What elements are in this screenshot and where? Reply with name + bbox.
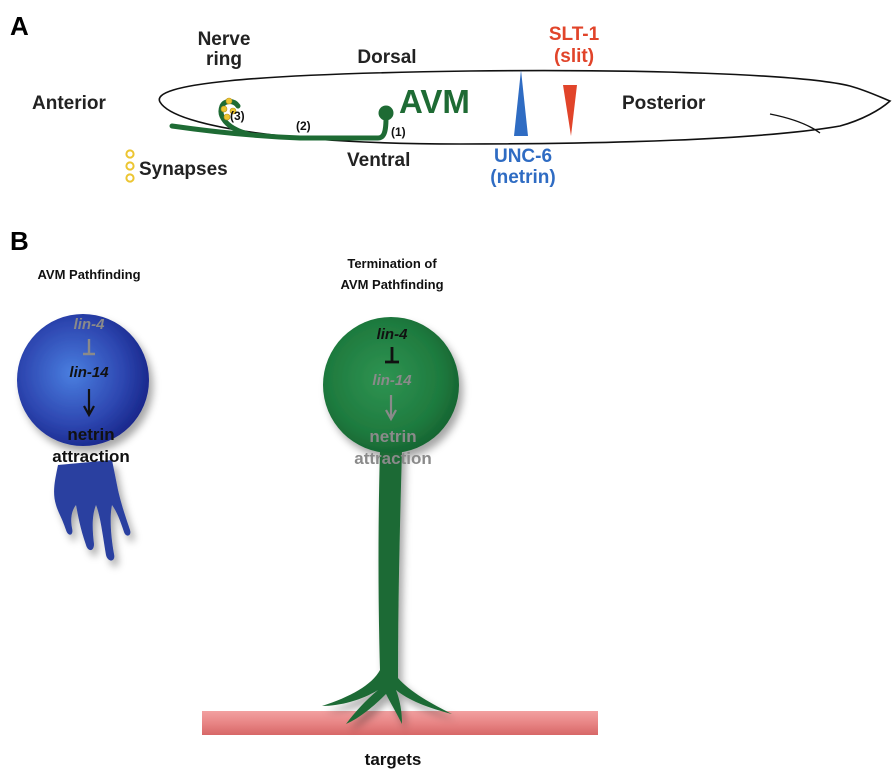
right-activation-arrow (385, 395, 397, 422)
right-gene-lin4: lin-4 (377, 326, 408, 343)
right-inhibition-arrow (385, 347, 399, 364)
dorsal-label: Dorsal (357, 47, 416, 68)
slt1-label: (slit) (554, 46, 594, 67)
unc6-label: UNC-6 (494, 146, 552, 167)
panel-a-label: A (10, 11, 29, 41)
avm-cell-body (378, 105, 394, 121)
left-outcome: netrin (67, 425, 114, 444)
unc6-gradient-wedge (514, 70, 528, 136)
step-1-label: (1) (391, 125, 406, 139)
synapse-dot (223, 113, 231, 121)
right-outcome: netrin (369, 427, 416, 446)
anterior-label: Anterior (32, 93, 107, 114)
worm-body-outline (158, 69, 892, 145)
avm-nerve-ring-branch (218, 99, 251, 137)
left-gene-lin4: lin-4 (74, 316, 105, 333)
synapse-dot (220, 105, 228, 113)
synapse-dot (225, 97, 233, 105)
left-gene-lin14: lin-14 (69, 364, 109, 381)
panel-b-label: B (10, 226, 29, 256)
synapse-legend-dot (125, 173, 135, 183)
left-outcome: attraction (52, 447, 129, 466)
posterior-label: Posterior (622, 93, 706, 114)
step-2-label: (2) (296, 119, 311, 133)
worm-tail-line (769, 113, 821, 134)
right-cell-title: Termination of (347, 256, 437, 271)
slt1-gradient-wedge (563, 85, 577, 136)
step-3-label: (3) (230, 109, 245, 123)
targets-label: targets (365, 750, 422, 769)
blue-growth-cone (17, 314, 149, 561)
right-cell-title: AVM Pathfinding (340, 277, 443, 292)
green-neuron (322, 317, 459, 724)
left-inhibition-arrow (83, 339, 95, 356)
synapse-legend-dot (125, 149, 135, 159)
left-cell-title: AVM Pathfinding (37, 267, 140, 282)
nerve-ring-label: ring (206, 49, 242, 70)
synapses-legend-label: Synapses (139, 159, 228, 180)
avm-axon (169, 115, 389, 141)
right-outcome: attraction (354, 449, 431, 468)
right-gene-lin14: lin-14 (372, 372, 412, 389)
slt1-label: SLT-1 (549, 24, 600, 45)
unc6-label: (netrin) (490, 167, 555, 188)
synapse-dot (229, 107, 237, 115)
avm-label: AVM (399, 83, 470, 120)
synapse-legend-dot (125, 161, 135, 171)
ventral-label: Ventral (347, 150, 410, 171)
left-activation-arrow (83, 389, 95, 418)
nerve-ring-label: Nerve (198, 29, 251, 50)
